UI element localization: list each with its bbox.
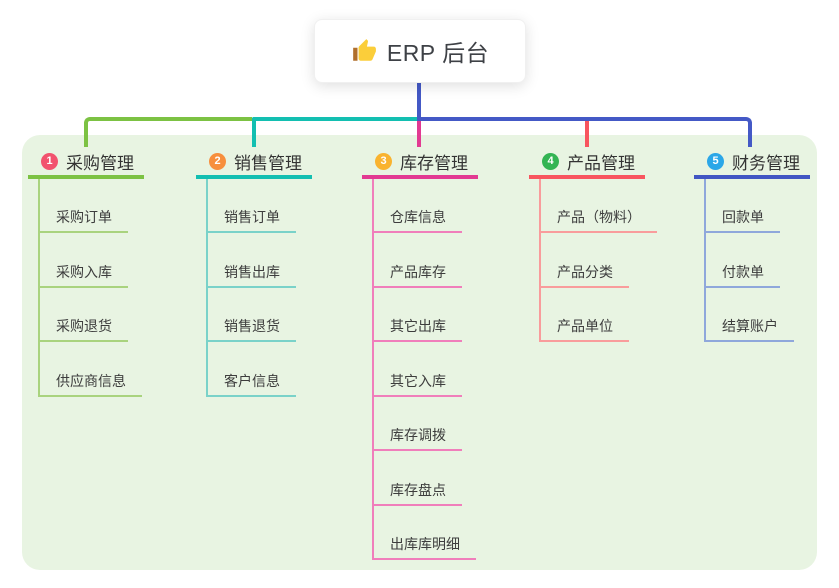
mindmap-item-label: 库存调拨	[390, 427, 446, 443]
mindmap-item[interactable]: 产品分类	[539, 261, 629, 288]
mindmap-item-label: 出库库明细	[390, 536, 460, 552]
mindmap-item[interactable]: 仓库信息	[372, 206, 462, 233]
root-title: ERP 后台	[386, 40, 490, 66]
mindmap-item[interactable]: 销售退货	[206, 315, 296, 342]
mindmap-item[interactable]: 结算账户	[704, 315, 794, 342]
mindmap-item-label: 供应商信息	[56, 372, 126, 389]
connector-trunk-vertical	[417, 80, 421, 121]
branch-underline	[196, 175, 312, 179]
branch-title: 财务管理	[732, 154, 800, 173]
branch-badge: 3	[375, 153, 392, 170]
mindmap-item[interactable]: 供应商信息	[38, 370, 142, 397]
connector-segment-sales	[252, 117, 419, 147]
branch-badge: 2	[209, 153, 226, 170]
branch-header-sales[interactable]: 2 销售管理	[196, 148, 312, 175]
mindmap-item-label: 付款单	[722, 263, 764, 280]
mindmap-item[interactable]: 其它入库	[372, 370, 462, 397]
branch-title: 销售管理	[234, 154, 302, 173]
branch-header-product[interactable]: 4 产品管理	[529, 148, 645, 175]
mindmap-item[interactable]: 采购订单	[38, 206, 128, 233]
mindmap-item-label: 产品分类	[557, 263, 613, 280]
branch-header-inventory[interactable]: 3 库存管理	[362, 148, 478, 175]
branch-spine-line	[372, 178, 374, 559]
mindmap-item-label: 库存盘点	[390, 481, 446, 498]
mindmap-item-label: 其它出库	[390, 318, 446, 334]
mindmap-item-label: 产品库存	[390, 263, 446, 280]
connector-elbow-purchase	[84, 117, 252, 147]
mindmap-item[interactable]: 采购入库	[38, 261, 128, 288]
mindmap-item[interactable]: 采购退货	[38, 315, 128, 342]
connector-elbow-finance	[419, 117, 752, 147]
mindmap-item-label: 销售订单	[224, 209, 280, 225]
branch-spine-line	[704, 178, 706, 341]
mindmap-item-label: 采购退货	[56, 318, 112, 334]
branch-title: 采购管理	[66, 154, 134, 173]
branch-title: 产品管理	[567, 154, 635, 173]
branch-underline	[28, 175, 144, 179]
mindmap-item[interactable]: 其它出库	[372, 315, 462, 342]
branch-underline	[529, 175, 645, 179]
branch-badge: 1	[41, 153, 58, 170]
connector-drop-product	[585, 121, 589, 147]
mindmap-item-label: 仓库信息	[390, 209, 446, 225]
mindmap-item-label: 产品（物料）	[557, 209, 641, 225]
mindmap-item-label: 销售出库	[224, 263, 280, 280]
root-node[interactable]: ERP 后台	[314, 19, 526, 83]
mindmap-item-label: 产品单位	[557, 318, 613, 334]
mindmap-item-label: 其它入库	[390, 372, 446, 389]
mindmap-item[interactable]: 产品（物料）	[539, 206, 657, 233]
branch-badge: 5	[707, 153, 724, 170]
branch-underline	[694, 175, 810, 179]
branch-header-finance[interactable]: 5 财务管理	[694, 148, 810, 175]
mindmap-item-label: 回款单	[722, 209, 764, 225]
mindmap-item-label: 销售退货	[224, 318, 280, 334]
canvas-background	[22, 135, 817, 570]
mindmap-item[interactable]: 销售出库	[206, 261, 296, 288]
mindmap-item[interactable]: 付款单	[704, 261, 780, 288]
mindmap-item[interactable]: 产品库存	[372, 261, 462, 288]
mindmap-item-label: 采购订单	[56, 209, 112, 225]
branch-title: 库存管理	[400, 154, 468, 173]
mindmap-item[interactable]: 回款单	[704, 206, 780, 233]
mindmap-item[interactable]: 库存调拨	[372, 424, 462, 451]
mindmap-item-label: 结算账户	[722, 318, 778, 334]
thumbs-up-icon	[353, 39, 376, 61]
branch-underline	[362, 175, 478, 179]
mindmap-item[interactable]: 产品单位	[539, 315, 629, 342]
mindmap-item[interactable]: 销售订单	[206, 206, 296, 233]
mindmap-item-label: 采购入库	[56, 263, 112, 280]
branch-header-purchase[interactable]: 1 采购管理	[28, 148, 144, 175]
branch-spine-line	[539, 178, 541, 341]
mindmap-item[interactable]: 出库库明细	[372, 533, 476, 560]
mindmap-item[interactable]: 库存盘点	[372, 479, 462, 506]
connector-drop-inventory	[417, 121, 421, 147]
mindmap-item[interactable]: 客户信息	[206, 370, 296, 397]
mindmap-item-label: 客户信息	[224, 372, 280, 389]
branch-badge: 4	[542, 153, 559, 170]
